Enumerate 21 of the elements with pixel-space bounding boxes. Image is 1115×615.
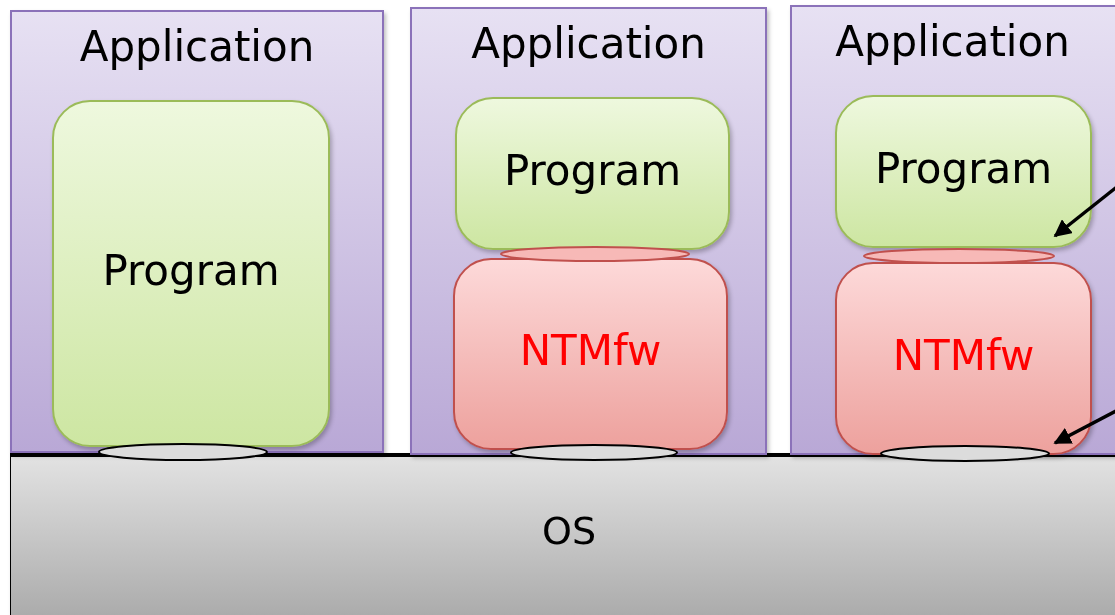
program-box	[835, 95, 1092, 248]
os-layer	[10, 453, 1115, 615]
framework-box	[453, 258, 728, 450]
leader-arrow	[1053, 408, 1115, 445]
interface-ellipse	[863, 248, 1055, 264]
panel-title: Application	[835, 17, 1070, 66]
box-label: NTMfw	[892, 330, 1035, 380]
box-label: Program	[503, 145, 682, 195]
program-box	[52, 100, 330, 447]
panel-title: Application	[79, 22, 315, 71]
box-label: Program	[102, 245, 280, 295]
box-label: NTMfw	[519, 326, 662, 375]
box-label: Program	[874, 143, 1053, 193]
framework-box	[835, 262, 1092, 455]
application-panel	[790, 5, 1115, 455]
application-panel	[10, 10, 384, 453]
application-panel	[410, 7, 767, 455]
box-label: OS	[542, 509, 596, 553]
program-box	[455, 97, 730, 250]
panel-title: Application	[471, 19, 706, 68]
leader-arrow	[1053, 184, 1115, 238]
